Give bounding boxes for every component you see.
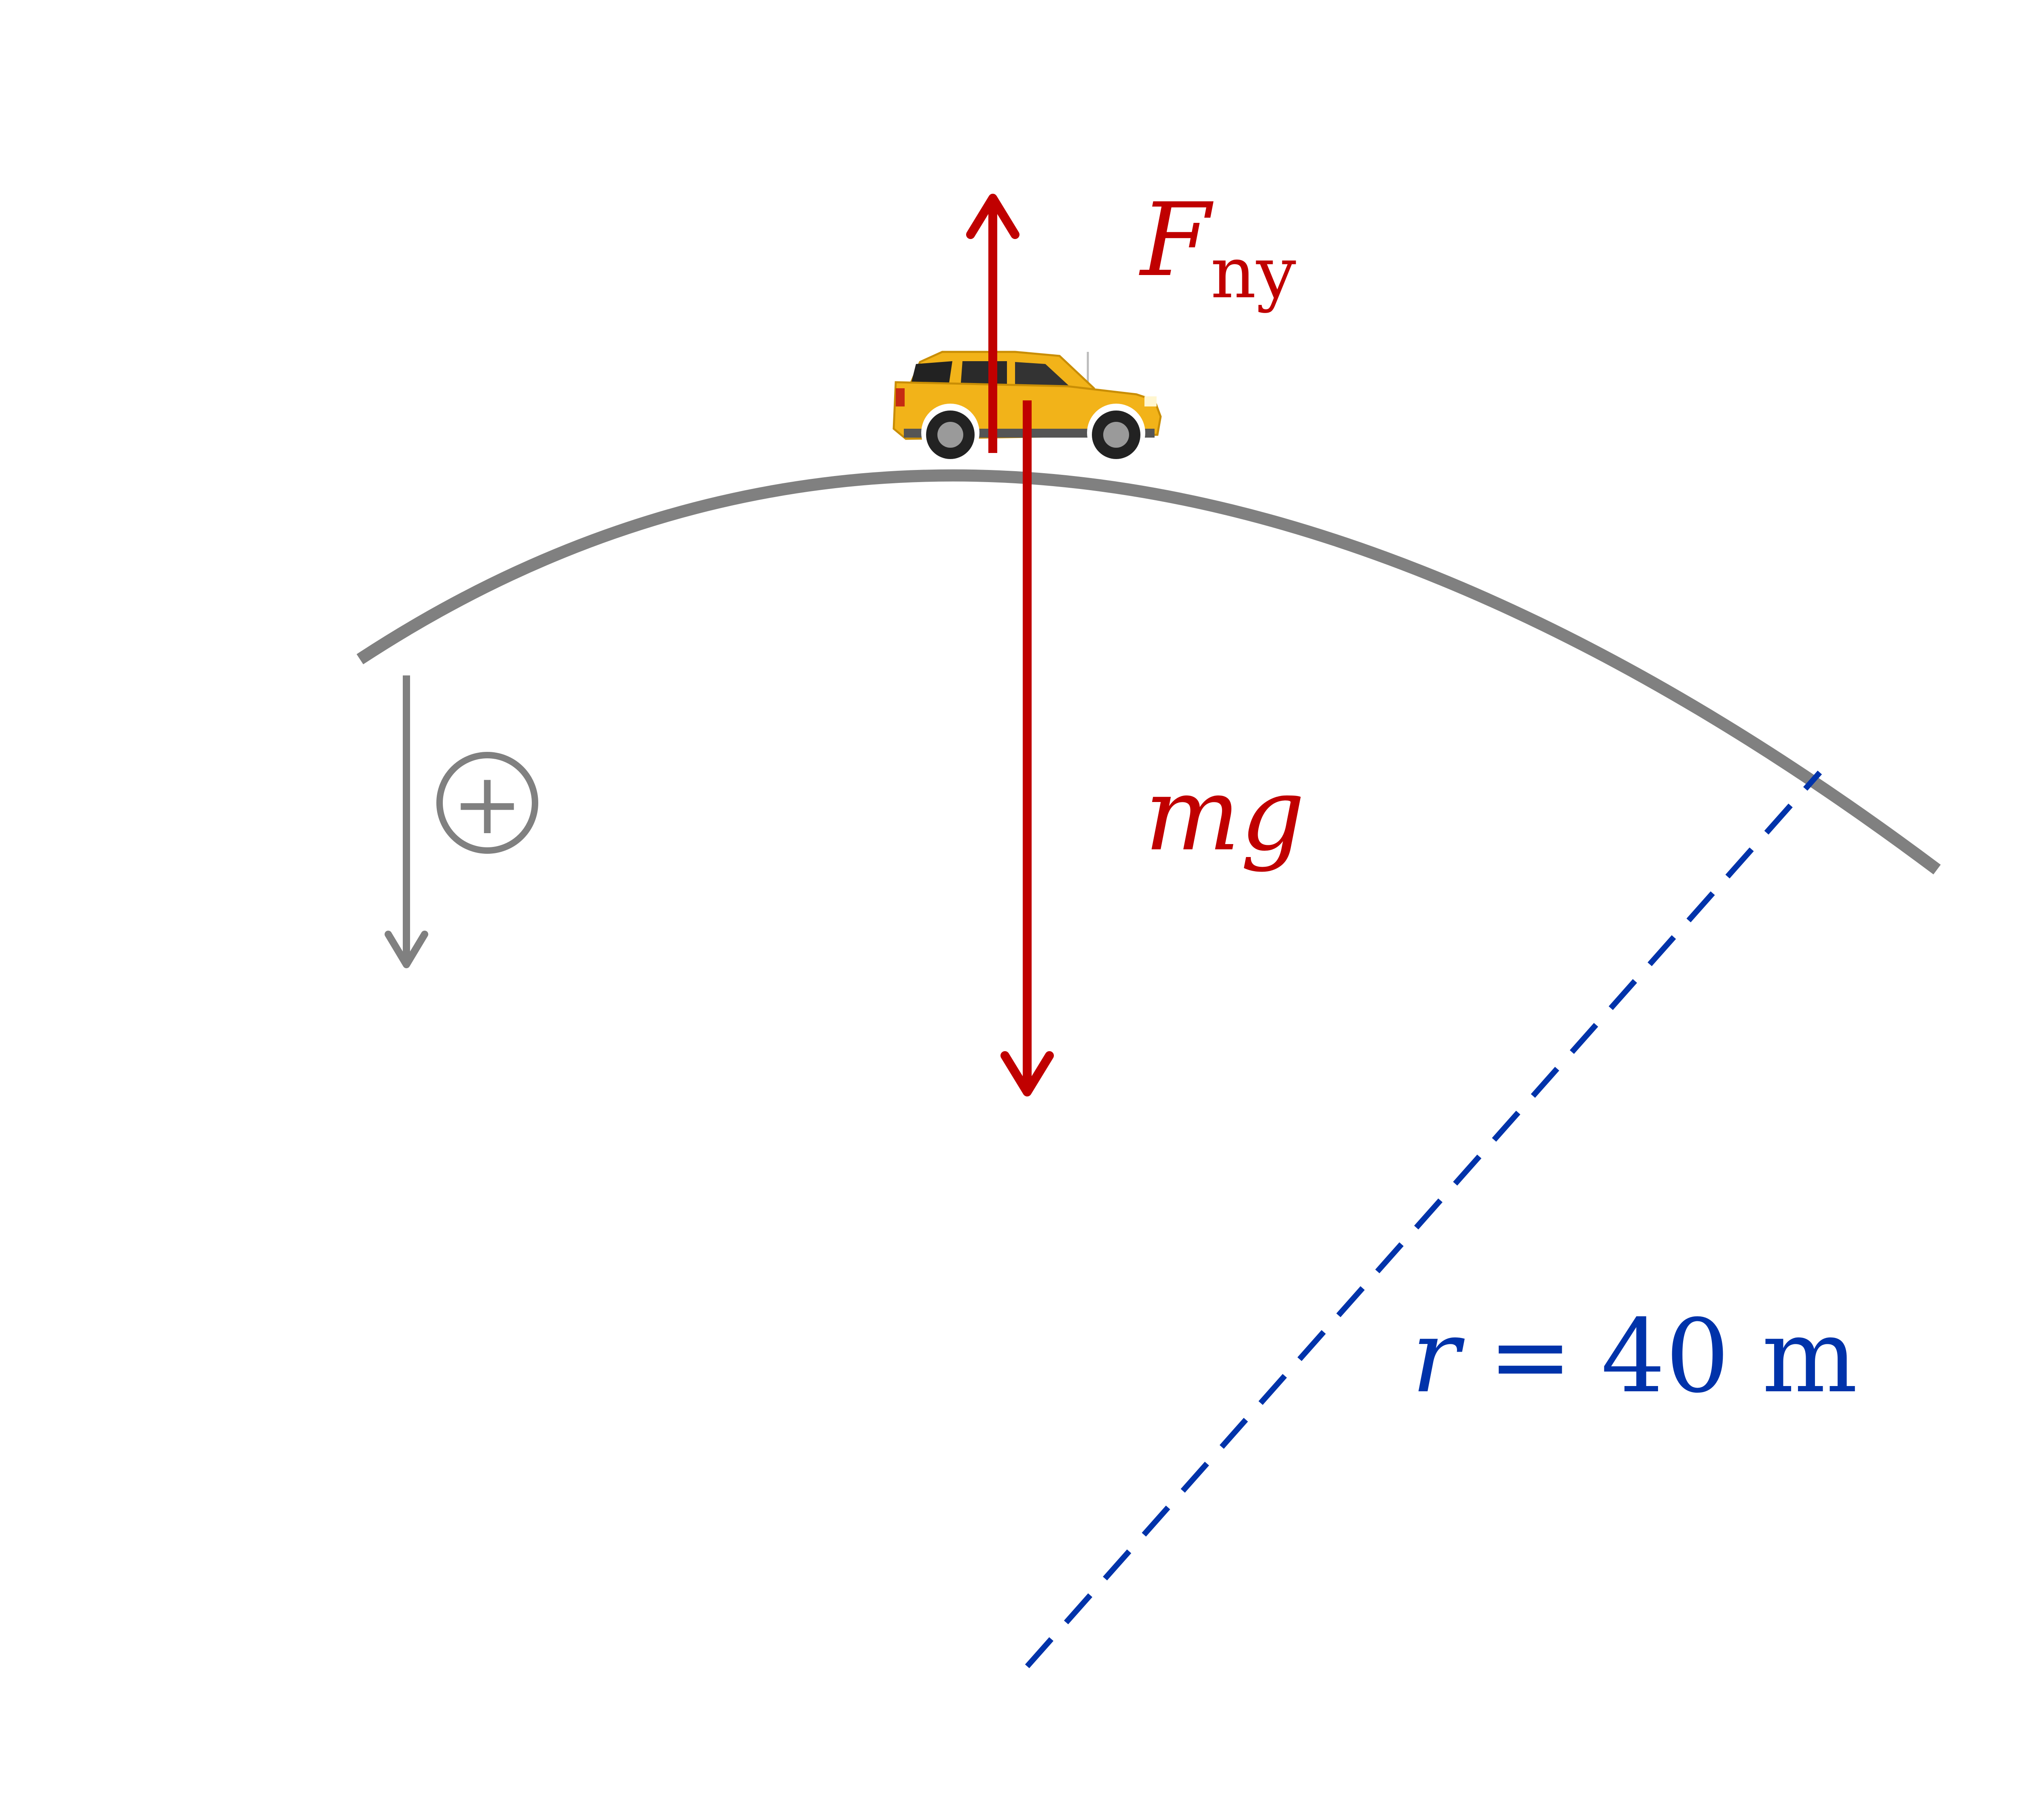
radius-equals: = (1488, 1297, 1573, 1415)
radius-dashed-line (1025, 770, 1822, 1668)
normal-force-symbol: F (1139, 181, 1214, 299)
hill-road-arc (356, 469, 1941, 875)
positive-sign-text: + (452, 754, 523, 853)
normal-force-label: Fny (1139, 181, 1296, 314)
radius-value: 40 m (1601, 1297, 1858, 1415)
positive-sign-icon: + (436, 752, 538, 854)
normal-force-subscript: ny (1210, 232, 1296, 314)
radius-label: r=40 m (1411, 1297, 1858, 1415)
normal-force-arrow (966, 194, 1019, 453)
positive-direction-arrow (385, 675, 428, 968)
radius-symbol: r (1411, 1297, 1465, 1415)
car-icon (893, 351, 1162, 462)
weight-label: mg (1144, 756, 1305, 873)
weight-arrow (1000, 400, 1054, 1096)
